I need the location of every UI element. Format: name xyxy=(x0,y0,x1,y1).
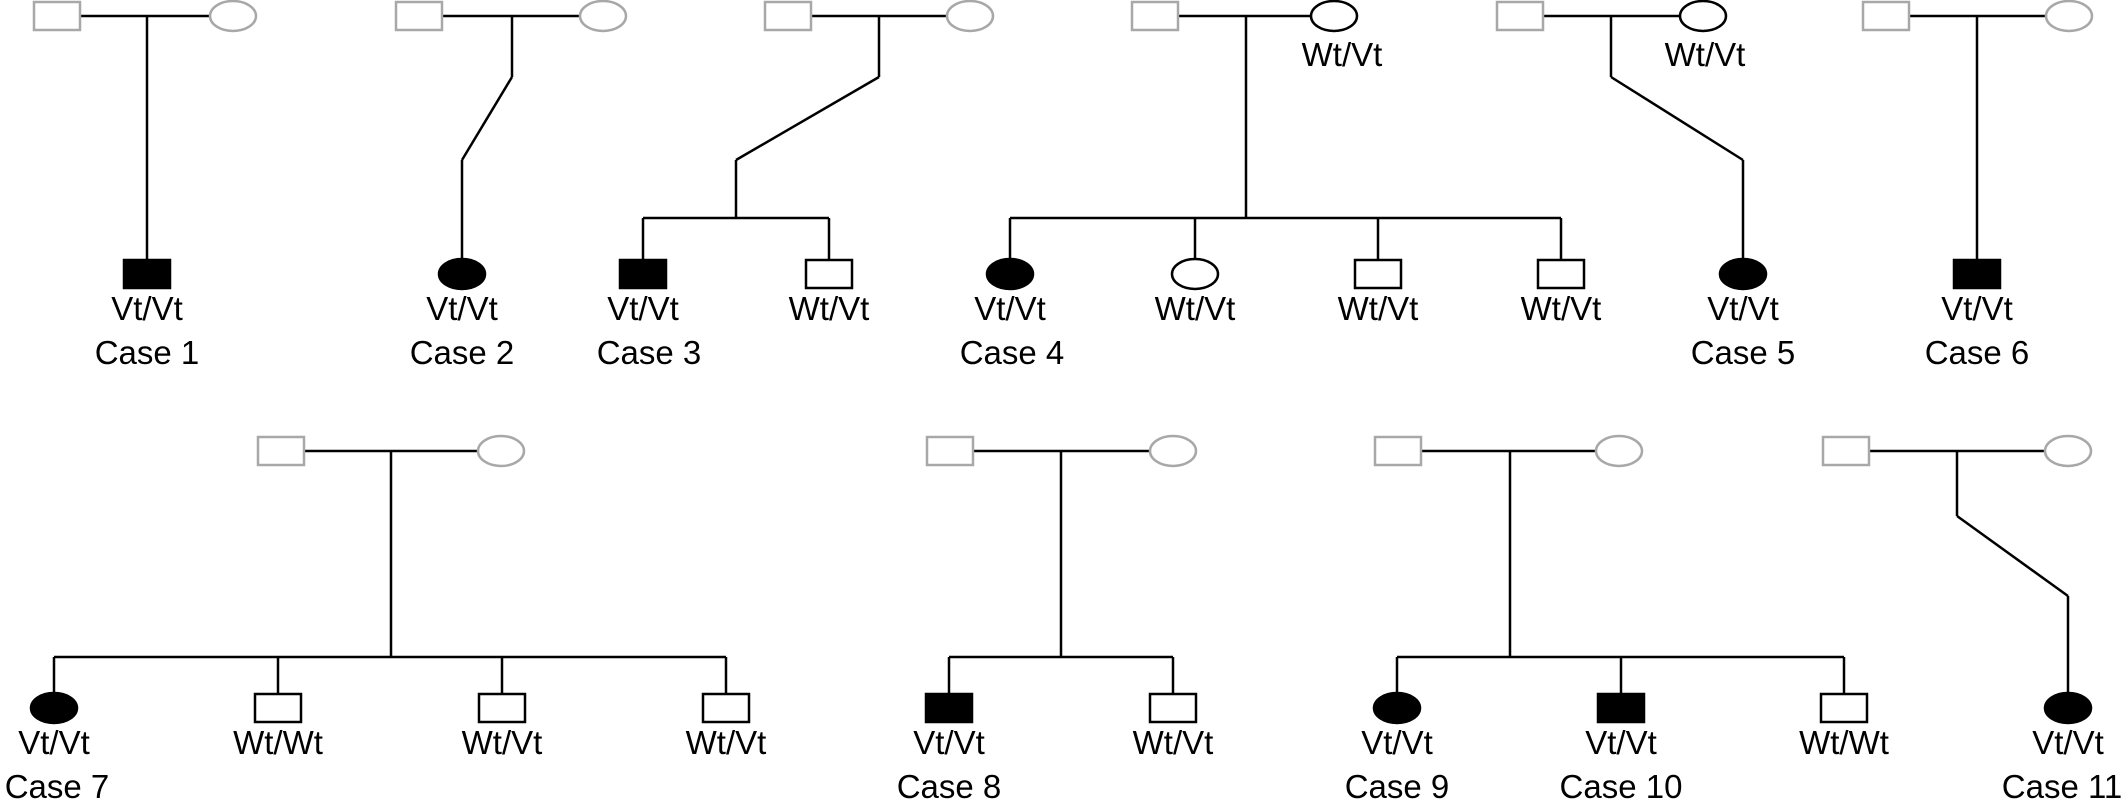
affected-female-symbol xyxy=(29,691,79,725)
genotype-label: Vt/Vt xyxy=(913,724,985,761)
father-symbol xyxy=(1821,435,1871,467)
case-label: Case 7 xyxy=(5,768,110,803)
father-symbol xyxy=(1130,0,1180,32)
mother-symbol xyxy=(1309,0,1359,33)
mother-genotype-label: Wt/Vt xyxy=(1302,36,1383,73)
unaffected-male-symbol xyxy=(1536,258,1586,290)
unaffected-male-symbol xyxy=(1148,692,1198,724)
genotype-label: Wt/Vt xyxy=(1133,724,1214,761)
case-label: Case 10 xyxy=(1560,768,1683,803)
unaffected-male-symbol xyxy=(701,692,751,724)
genotype-label: Vt/Vt xyxy=(18,724,90,761)
case-label: Case 3 xyxy=(597,334,702,371)
case-label: Case 11 xyxy=(2002,768,2122,803)
case-label: Case 1 xyxy=(95,334,200,371)
affected-female-symbol xyxy=(985,257,1035,291)
unaffected-male-symbol xyxy=(1819,692,1869,724)
affected-female-symbol xyxy=(1372,691,1422,725)
affected-female-symbol xyxy=(1718,257,1768,291)
affected-male-symbol xyxy=(1596,692,1646,724)
mother-genotype-label: Wt/Vt xyxy=(1665,36,1746,73)
mother-symbol xyxy=(2044,0,2094,33)
genotype-label: Wt/Vt xyxy=(1155,290,1236,327)
father-symbol xyxy=(1495,0,1545,32)
case-label: Case 5 xyxy=(1691,334,1796,371)
father-symbol xyxy=(1861,0,1911,32)
unaffected-male-symbol xyxy=(477,692,527,724)
genotype-label: Vt/Vt xyxy=(1361,724,1433,761)
mother-symbol xyxy=(2043,434,2093,468)
genotype-label: Vt/Vt xyxy=(1941,290,2013,327)
affected-male-symbol xyxy=(1952,258,2002,290)
father-symbol xyxy=(394,0,444,32)
descent-line xyxy=(460,76,514,161)
genotype-label: Wt/Vt xyxy=(462,724,543,761)
case-label: Case 6 xyxy=(1925,334,2030,371)
mother-symbol xyxy=(476,434,526,468)
father-symbol xyxy=(256,435,306,467)
case-label: Case 2 xyxy=(410,334,515,371)
mother-symbol xyxy=(578,0,628,33)
case-label: Case 9 xyxy=(1345,768,1450,803)
unaffected-female-symbol xyxy=(1170,257,1220,291)
unaffected-male-symbol xyxy=(804,258,854,290)
case-label: Case 4 xyxy=(960,334,1065,371)
genotype-label: Wt/Wt xyxy=(1799,724,1889,761)
descent-line xyxy=(1610,75,1744,162)
genotype-label: Vt/Vt xyxy=(1707,290,1779,327)
father-symbol xyxy=(763,0,813,32)
affected-male-symbol xyxy=(122,258,172,290)
genotype-label: Wt/Wt xyxy=(233,724,323,761)
genotype-label: Vt/Vt xyxy=(426,290,498,327)
genotype-label: Vt/Vt xyxy=(111,290,183,327)
genotype-label: Vt/Vt xyxy=(974,290,1046,327)
genotype-label: Wt/Vt xyxy=(686,724,767,761)
father-symbol xyxy=(1373,435,1423,467)
descent-line xyxy=(1956,514,2069,598)
affected-female-symbol xyxy=(437,257,487,291)
mother-symbol xyxy=(1148,434,1198,468)
genotype-label: Vt/Vt xyxy=(1585,724,1657,761)
unaffected-male-symbol xyxy=(1353,258,1403,290)
mother-symbol xyxy=(1594,434,1644,468)
affected-female-symbol xyxy=(2043,691,2093,725)
father-symbol xyxy=(925,435,975,467)
mother-symbol xyxy=(945,0,995,33)
case-label: Case 8 xyxy=(897,768,1002,803)
father-symbol xyxy=(32,0,82,32)
genotype-label: Wt/Vt xyxy=(1338,290,1419,327)
affected-male-symbol xyxy=(618,258,668,290)
genotype-label: Vt/Vt xyxy=(607,290,679,327)
affected-male-symbol xyxy=(924,692,974,724)
descent-line xyxy=(735,75,880,162)
genotype-label: Wt/Vt xyxy=(1521,290,1602,327)
genotype-label: Wt/Vt xyxy=(789,290,870,327)
mother-symbol xyxy=(208,0,258,33)
unaffected-male-symbol xyxy=(253,692,303,724)
mother-symbol xyxy=(1678,0,1728,33)
genotype-label: Vt/Vt xyxy=(2032,724,2104,761)
